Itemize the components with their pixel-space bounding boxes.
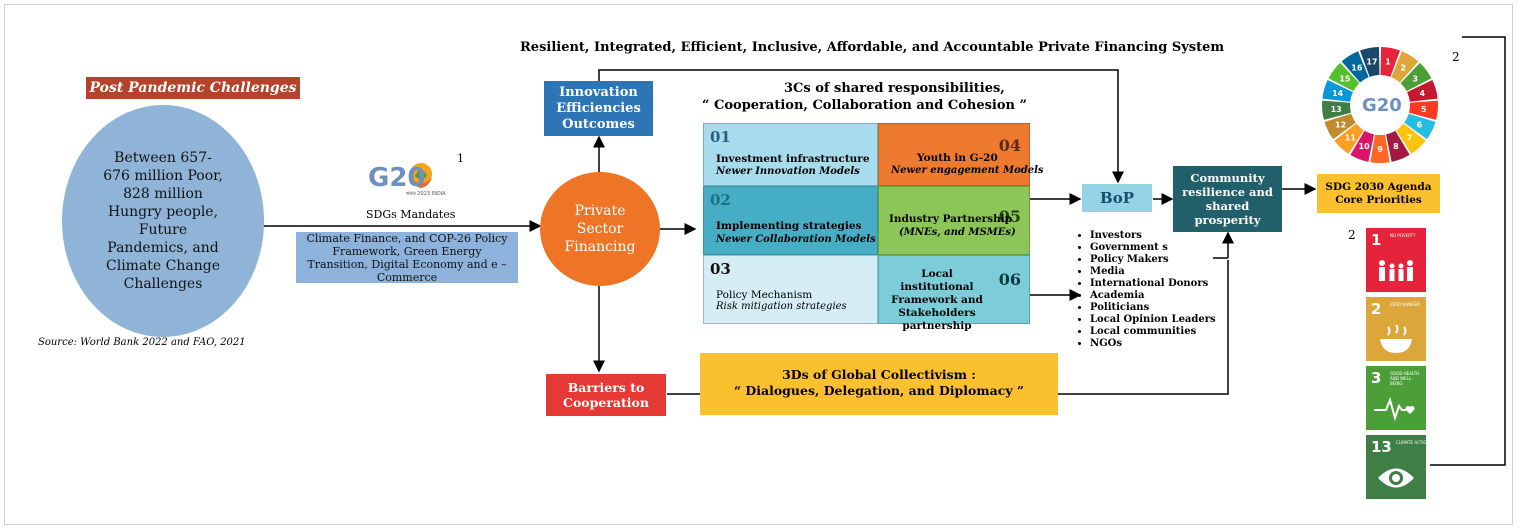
wheel-number: 13 bbox=[1331, 105, 1342, 114]
wheel-number: 9 bbox=[1377, 145, 1383, 154]
stakeholder-item: Local Opinion Leaders bbox=[1090, 314, 1220, 326]
wheel-segment bbox=[1322, 80, 1353, 102]
stakeholder-item: Policy Makers bbox=[1090, 254, 1220, 266]
stakeholder-item: International Donors bbox=[1090, 278, 1220, 290]
stakeholder-item: Politicians bbox=[1090, 302, 1220, 314]
wheel-segment bbox=[1407, 80, 1438, 102]
wheel-segment bbox=[1341, 51, 1369, 83]
wheel-segment bbox=[1408, 100, 1438, 120]
wheel-segment bbox=[1328, 62, 1360, 92]
barriers-box: Barriers to Cooperation bbox=[546, 374, 666, 416]
wheel-number: 10 bbox=[1359, 142, 1371, 151]
post-pandemic-banner: Post Pandemic Challenges bbox=[86, 77, 300, 99]
wheel-number: 6 bbox=[1417, 121, 1423, 130]
wheel-number: 11 bbox=[1345, 134, 1357, 143]
wheel-number: 14 bbox=[1332, 89, 1344, 98]
bowl-icon bbox=[1380, 324, 1412, 353]
figure-frame bbox=[4, 4, 1513, 525]
stakeholder-item: Investors bbox=[1090, 230, 1220, 242]
wheel-segment bbox=[1386, 130, 1410, 162]
wheel-number: 5 bbox=[1421, 105, 1427, 114]
threecs-line1: 3Cs of shared responsibilities, bbox=[784, 81, 1005, 96]
eye-globe-icon bbox=[1378, 468, 1414, 488]
stakeholder-item: Academia bbox=[1090, 290, 1220, 302]
bop-box: BoP bbox=[1082, 184, 1152, 212]
wheel-number: 12 bbox=[1335, 121, 1346, 130]
sdgs-mandates-label: SDGs Mandates bbox=[366, 208, 456, 221]
stakeholder-item: NGOs bbox=[1090, 338, 1220, 350]
wheel-segment bbox=[1324, 113, 1356, 140]
wheel-number: 7 bbox=[1407, 134, 1413, 143]
threeds-box: 3Ds of Global Collectivism : “ Dialogues… bbox=[700, 353, 1058, 415]
lightbulb-icon bbox=[655, 86, 671, 102]
wheel-segment bbox=[1370, 134, 1390, 163]
stakeholder-item: Local communities bbox=[1090, 326, 1220, 338]
grid-cell-05: 05 Industry Partnership (MNEs, and MSMEs… bbox=[878, 186, 1030, 255]
community-box: Community resilience and shared prosperi… bbox=[1173, 166, 1282, 232]
wheel-segment bbox=[1396, 123, 1426, 154]
challenges-circle: Between 657-676 million Poor, 828 millio… bbox=[62, 105, 264, 337]
wheel-segment bbox=[1334, 123, 1364, 154]
wheel-segment bbox=[1322, 100, 1352, 120]
grid-cell-02: 02 Implementing strategies Newer Collabo… bbox=[703, 186, 878, 255]
wheel-number: 2 bbox=[1400, 64, 1406, 73]
wheel-number: 15 bbox=[1339, 74, 1351, 83]
wheel-number: 3 bbox=[1412, 74, 1418, 83]
stakeholder-item: Government s bbox=[1090, 242, 1220, 254]
grid-cell-03: 03 Policy Mechanism Risk mitigation stra… bbox=[703, 255, 878, 324]
stakeholders-list: Investors Government s Policy Makers Med… bbox=[1080, 230, 1220, 350]
wheel-number: 16 bbox=[1351, 64, 1363, 73]
grid-cell-04: 04 Youth in G-20 Newer engagement Models bbox=[878, 123, 1044, 186]
wheel-superscript: 2 bbox=[1452, 50, 1460, 64]
innovation-box: Innovation Efficiencies Outcomes bbox=[544, 81, 653, 136]
wheel-number: 17 bbox=[1366, 58, 1377, 67]
policy-box: Climate Finance, and COP-26 Policy Frame… bbox=[296, 232, 518, 284]
wheel-number: 8 bbox=[1393, 142, 1399, 151]
wheel-segment bbox=[1404, 113, 1436, 140]
stakeholder-item: Media bbox=[1090, 266, 1220, 278]
wheel-number: 4 bbox=[1420, 89, 1426, 98]
threecs-line2: “ Cooperation, Collaboration and Cohesio… bbox=[702, 98, 1027, 113]
threeds-line2: “ Dialogues, Delegation, and Diplomacy ” bbox=[733, 383, 1025, 398]
tiles-superscript: 2 bbox=[1348, 228, 1356, 242]
wheel-segment bbox=[1359, 47, 1380, 77]
headline: Resilient, Integrated, Efficient, Inclus… bbox=[520, 40, 1225, 55]
wheel-segment bbox=[1391, 51, 1419, 83]
g20-superscript: 1 bbox=[457, 152, 464, 165]
grid-cell-01: 01 Investment infrastructure Newer Innov… bbox=[703, 123, 878, 186]
private-sector-financing: Private Sector Financing bbox=[540, 172, 660, 286]
wheel-segment bbox=[1400, 62, 1432, 92]
wheel-segment bbox=[1380, 47, 1401, 77]
g20-logo: G20 भारत 2023 INDIA bbox=[366, 160, 446, 202]
sdg-agenda-box: SDG 2030 Agenda Core Priorities bbox=[1317, 174, 1440, 213]
people-icon bbox=[1379, 260, 1413, 281]
wheel-segment bbox=[1350, 130, 1374, 162]
wheel-number: 1 bbox=[1385, 58, 1391, 67]
grid-cell-06: 06 Local institutional Framework and Sta… bbox=[878, 255, 1030, 332]
g20-lotus-icon bbox=[410, 163, 432, 188]
heartbeat-icon bbox=[1374, 396, 1415, 422]
source-note: Source: World Bank 2022 and FAO, 2021 bbox=[38, 337, 246, 348]
threeds-line1: 3Ds of Global Collectivism : bbox=[782, 367, 976, 382]
